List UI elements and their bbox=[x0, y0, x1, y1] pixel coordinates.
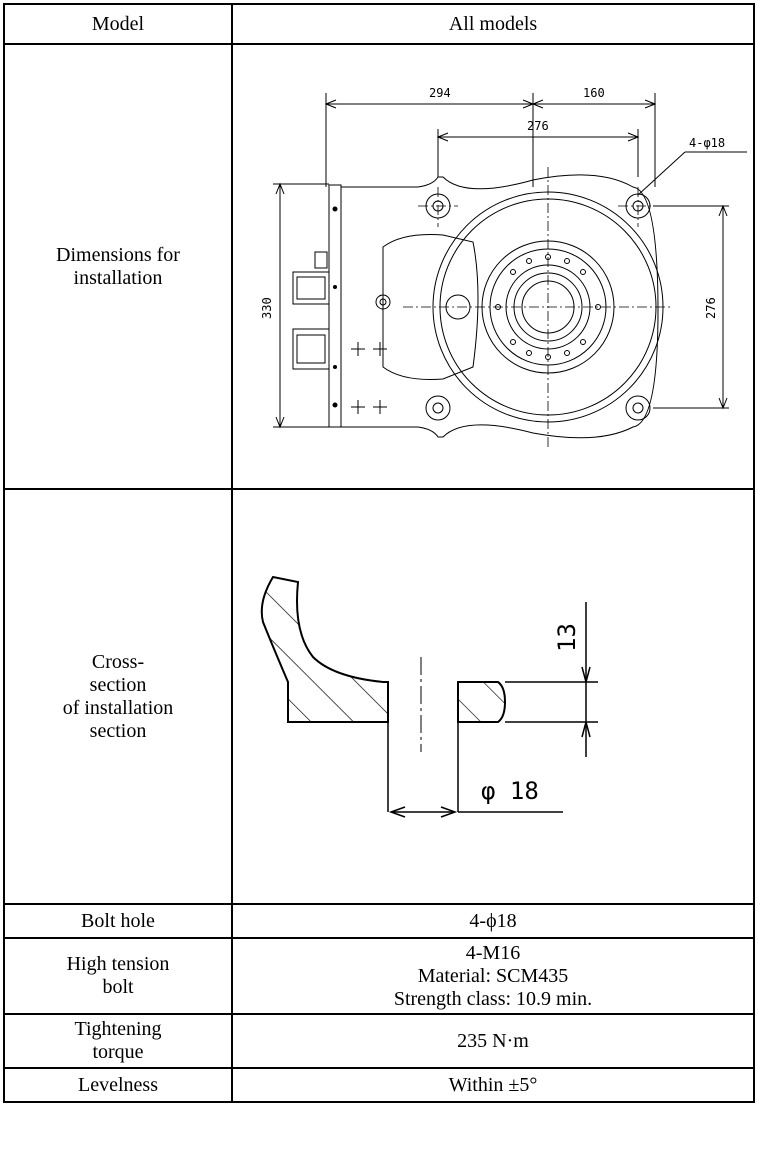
dimensions-row: Dimensions for installation bbox=[3, 43, 755, 490]
dim-276-right-text: 276 bbox=[704, 297, 718, 319]
levelness-label: Levelness bbox=[3, 1067, 233, 1103]
dimensions-label: Dimensions for installation bbox=[3, 43, 233, 490]
tightening-torque-label: Tightening torque bbox=[3, 1013, 233, 1069]
specification-table: Model All models Dimensions for installa… bbox=[3, 3, 755, 1103]
installation-cross-section-drawing: 13 φ 18 bbox=[260, 575, 598, 818]
dim-330-text: 330 bbox=[260, 297, 274, 319]
high-tension-bolt-value: 4-M16 Material: SCM435 Strength class: 1… bbox=[231, 937, 755, 1015]
tightening-torque-value: 235 N·m bbox=[231, 1013, 755, 1069]
installation-dimensions-drawing: 294 160 276 4-φ18 330 276 bbox=[260, 86, 747, 447]
header-row: Model All models bbox=[3, 3, 755, 45]
model-value: All models bbox=[231, 3, 755, 45]
high-tension-bolt-row: High tension bolt 4-M16 Material: SCM435… bbox=[3, 937, 755, 1015]
bolt-hole-label: Bolt hole bbox=[3, 903, 233, 939]
high-tension-bolt-label: High tension bolt bbox=[3, 937, 233, 1015]
cross-section-row: Cross- section of installation section bbox=[3, 488, 755, 905]
dim-13-text: 13 bbox=[553, 623, 581, 652]
hole-note-text: 4-φ18 bbox=[689, 136, 725, 150]
dim-phi18-text: φ 18 bbox=[481, 777, 539, 805]
levelness-value: Within ±5° bbox=[231, 1067, 755, 1103]
dimensions-drawing-cell: 294 160 276 4-φ18 330 276 bbox=[231, 43, 755, 490]
dim-160-text: 160 bbox=[583, 86, 605, 100]
dim-276-top-text: 276 bbox=[527, 119, 549, 133]
bolt-hole-row: Bolt hole 4-ϕ18 bbox=[3, 903, 755, 939]
cross-section-drawing-cell: 13 φ 18 bbox=[231, 488, 755, 905]
model-label: Model bbox=[3, 3, 233, 45]
bolt-hole-value: 4-ϕ18 bbox=[231, 903, 755, 939]
tightening-torque-row: Tightening torque 235 N·m bbox=[3, 1013, 755, 1069]
levelness-row: Levelness Within ±5° bbox=[3, 1067, 755, 1103]
cross-section-label: Cross- section of installation section bbox=[3, 488, 233, 905]
dim-294-text: 294 bbox=[429, 86, 451, 100]
